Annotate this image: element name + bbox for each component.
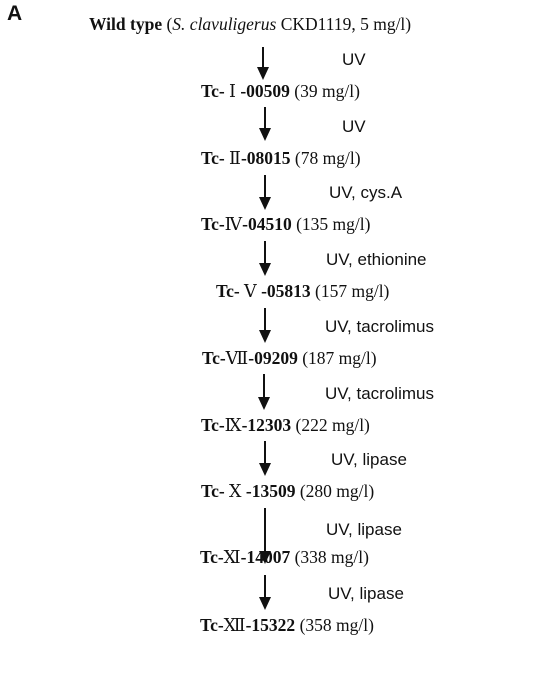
- strain-concentration: (157 mg/l): [310, 281, 390, 301]
- treatment-label: UV, tacrolimus: [325, 384, 434, 403]
- panel-label: A: [7, 2, 23, 25]
- strain-concentration: (39 mg/l): [289, 81, 360, 101]
- strain-concentration: (358 mg/l): [295, 615, 374, 635]
- treatment-label: UV, cys.A: [329, 183, 403, 202]
- strain-roman: Ⅸ: [224, 415, 242, 435]
- wild-type-name: Wild type: [89, 14, 163, 34]
- treatment-label: UV: [342, 117, 366, 136]
- strain-code: -08015: [240, 148, 291, 168]
- strain-prefix: Tc-: [202, 348, 226, 368]
- strain-roman: Ⅶ: [225, 348, 249, 368]
- strain-code: -09209: [248, 348, 298, 368]
- strain-roman: Ⅹ: [224, 481, 246, 501]
- strain-concentration: (338 mg/l): [290, 547, 369, 567]
- strain-node: Tc-Ⅶ-09209 (187 mg/l): [202, 348, 377, 369]
- strain-prefix: Tc-: [200, 615, 224, 635]
- strain-node: Tc-Ⅻ-15322 (358 mg/l): [200, 615, 374, 636]
- strain-node: Tc- Ⅱ-08015 (78 mg/l): [201, 148, 361, 169]
- strain-node: Tc-Ⅸ-12303 (222 mg/l): [201, 415, 370, 436]
- treatment-label: UV, lipase: [328, 584, 404, 603]
- strain-code: -04510: [242, 214, 292, 234]
- wild-type-label: Wild type (S. clavuligerus CKD1119, 5 mg…: [89, 14, 411, 35]
- strain-roman: Ⅴ: [239, 281, 262, 301]
- wild-type-species: S. clavuligerus: [172, 14, 277, 34]
- strain-code: -00509: [240, 81, 290, 101]
- treatment-label: UV, lipase: [326, 520, 402, 539]
- strain-concentration: (135 mg/l): [291, 214, 371, 234]
- strain-roman: Ⅺ: [223, 547, 241, 567]
- strain-code: -14007: [240, 547, 291, 567]
- strain-prefix: Tc-: [201, 481, 225, 501]
- strain-concentration: (280 mg/l): [295, 481, 375, 501]
- treatment-label: UV, tacrolimus: [325, 317, 434, 336]
- strain-node: Tc- Ⅹ -13509 (280 mg/l): [201, 481, 374, 502]
- strain-prefix: Tc-: [201, 415, 225, 435]
- strain-node: Tc- Ⅰ -00509 (39 mg/l): [201, 81, 360, 102]
- strain-roman: Ⅳ: [224, 214, 243, 234]
- wild-type-open: (: [162, 14, 173, 34]
- treatment-label: UV, ethionine: [326, 250, 427, 269]
- treatment-label: UV, lipase: [331, 450, 407, 469]
- strain-prefix: Tc-: [201, 148, 225, 168]
- strain-concentration: (78 mg/l): [290, 148, 361, 168]
- strain-prefix: Tc-: [200, 547, 224, 567]
- strain-prefix: Tc-: [201, 214, 225, 234]
- strain-prefix: Tc-: [216, 281, 240, 301]
- strain-node: Tc-Ⅳ-04510 (135 mg/l): [201, 214, 370, 235]
- strain-prefix: Tc-: [201, 81, 225, 101]
- strain-roman: Ⅻ: [223, 615, 246, 635]
- strain-code: -05813: [261, 281, 311, 301]
- wild-type-detail: CKD1119, 5 mg/l): [276, 14, 412, 34]
- strain-node: Tc-Ⅺ-14007 (338 mg/l): [200, 547, 369, 568]
- treatment-label: UV: [342, 50, 366, 69]
- strain-code: -15322: [245, 615, 296, 635]
- strain-code: -13509: [245, 481, 296, 501]
- strain-roman: Ⅰ: [224, 81, 241, 101]
- strain-concentration: (187 mg/l): [297, 348, 377, 368]
- strain-code: -12303: [241, 415, 292, 435]
- strain-node: Tc- Ⅴ -05813 (157 mg/l): [216, 281, 389, 302]
- strain-concentration: (222 mg/l): [291, 415, 370, 435]
- strain-roman: Ⅱ: [224, 148, 241, 168]
